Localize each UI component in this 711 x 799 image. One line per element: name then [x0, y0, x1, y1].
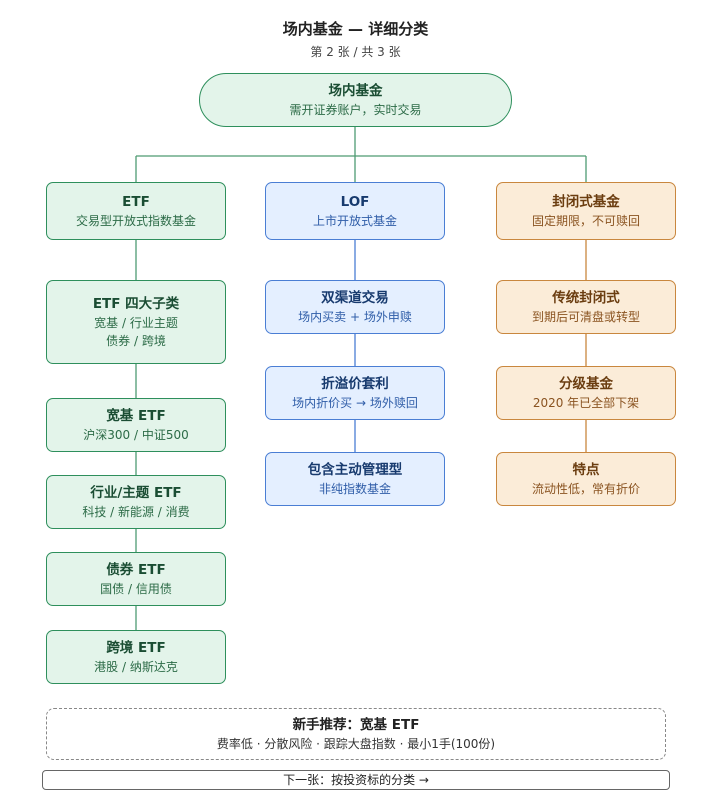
bond-etf-node: 债券 ETF 国债 / 信用债: [46, 552, 226, 606]
etf-desc: 交易型开放式指数基金: [75, 213, 196, 228]
etf-subtypes-line1: 宽基 / 行业主题: [94, 315, 178, 330]
graded-fund-node: 分级基金 2020 年已全部下架: [496, 366, 676, 420]
arbitrage-title: 折溢价套利: [321, 375, 389, 392]
sector-etf-node: 行业/主题 ETF 科技 / 新能源 / 消费: [46, 475, 226, 529]
closed-end-title: 封闭式基金: [552, 193, 620, 210]
closed-end-node: 封闭式基金 固定期限，不可赎回: [496, 182, 676, 240]
page-indicator: 第 2 张 / 共 3 张: [310, 45, 401, 59]
beginner-tip-box: 新手推荐：宽基 ETF 费率低 · 分散风险 · 跟踪大盘指数 · 最小1手(1…: [46, 708, 666, 760]
active-managed-node: 包含主动管理型 非纯指数基金: [265, 452, 445, 506]
arbitrage-desc: 场内折价买 → 场外赎回: [292, 395, 418, 410]
closed-end-desc: 固定期限，不可赎回: [531, 213, 640, 228]
etf-subtypes-title: ETF 四大子类: [92, 295, 180, 312]
active-managed-title: 包含主动管理型: [307, 461, 403, 478]
dual-channel-desc: 场内买卖 + 场外申赎: [298, 309, 412, 324]
lof-title: LOF: [340, 193, 370, 210]
sector-etf-title: 行业/主题 ETF: [90, 484, 182, 501]
lof-desc: 上市开放式基金: [312, 213, 397, 228]
traditional-closed-node: 传统封闭式 到期后可清盘或转型: [496, 280, 676, 334]
sector-etf-desc: 科技 / 新能源 / 消费: [82, 504, 190, 519]
next-page-button[interactable]: 下一张：按投资标的分类 →: [42, 770, 670, 790]
beginner-tip-desc: 费率低 · 分散风险 · 跟踪大盘指数 · 最小1手(100份): [216, 736, 496, 751]
dual-channel-title: 双渠道交易: [321, 289, 389, 306]
features-desc: 流动性低，常有折价: [531, 481, 640, 496]
broad-etf-node: 宽基 ETF 沪深300 / 中证500: [46, 398, 226, 452]
etf-node: ETF 交易型开放式指数基金: [46, 182, 226, 240]
bond-etf-desc: 国债 / 信用债: [100, 581, 172, 596]
cross-border-etf-title: 跨境 ETF: [106, 639, 166, 656]
beginner-tip-title: 新手推荐：宽基 ETF: [292, 716, 420, 733]
root-node: 场内基金 需开证券账户，实时交易: [199, 73, 512, 127]
traditional-closed-desc: 到期后可清盘或转型: [531, 309, 640, 324]
broad-etf-title: 宽基 ETF: [106, 407, 166, 424]
lof-node: LOF 上市开放式基金: [265, 182, 445, 240]
broad-etf-desc: 沪深300 / 中证500: [83, 427, 189, 442]
etf-subtypes-node: ETF 四大子类 宽基 / 行业主题 债券 / 跨境: [46, 280, 226, 364]
cross-border-etf-node: 跨境 ETF 港股 / 纳斯达克: [46, 630, 226, 684]
etf-subtypes-line2: 债券 / 跨境: [106, 333, 166, 348]
graded-fund-desc: 2020 年已全部下架: [532, 395, 640, 410]
graded-fund-title: 分级基金: [559, 375, 613, 392]
cross-border-etf-desc: 港股 / 纳斯达克: [94, 659, 178, 674]
page-title: 场内基金 — 详细分类: [282, 20, 429, 38]
active-managed-desc: 非纯指数基金: [318, 481, 391, 496]
features-title: 特点: [572, 461, 600, 478]
root-title: 场内基金: [328, 82, 383, 99]
etf-title: ETF: [122, 193, 150, 210]
features-node: 特点 流动性低，常有折价: [496, 452, 676, 506]
traditional-closed-title: 传统封闭式: [552, 289, 620, 306]
dual-channel-node: 双渠道交易 场内买卖 + 场外申赎: [265, 280, 445, 334]
arbitrage-node: 折溢价套利 场内折价买 → 场外赎回: [265, 366, 445, 420]
bond-etf-title: 债券 ETF: [106, 561, 166, 578]
root-desc: 需开证券账户，实时交易: [289, 102, 422, 117]
